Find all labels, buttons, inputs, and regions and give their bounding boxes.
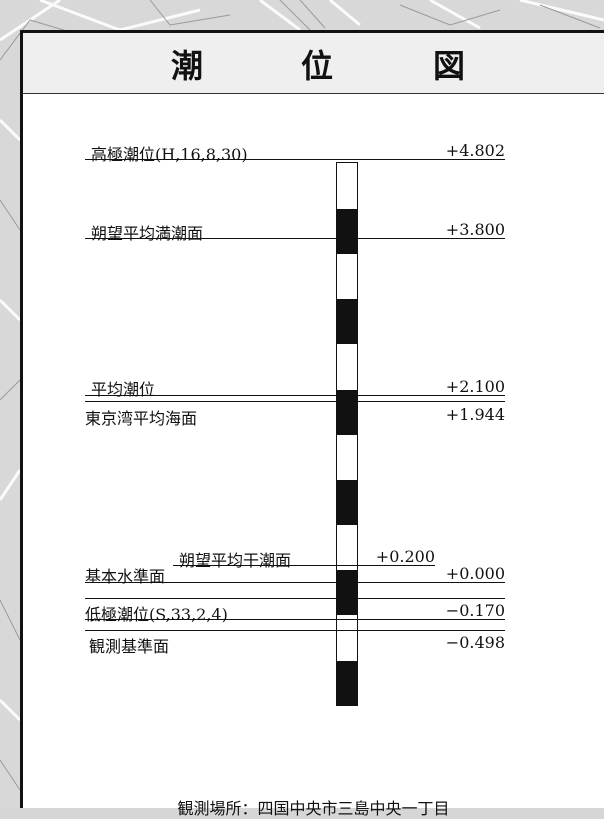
level-value-highest-tide: +4.802 bbox=[445, 141, 505, 160]
level-label-highest-tide: 高極潮位(H,16,8,30) bbox=[91, 145, 248, 164]
staff-segment bbox=[337, 390, 357, 435]
staff-segment bbox=[337, 435, 357, 480]
level-line-spring-high-water bbox=[85, 238, 505, 239]
level-label-datum-level: 基本水準面 bbox=[85, 567, 166, 586]
level-value-observation-datum: −0.498 bbox=[445, 633, 505, 652]
level-label-mean-tide: 平均潮位 bbox=[91, 380, 156, 399]
level-line-observation-datum bbox=[85, 630, 505, 631]
level-line-spring-low-water-left bbox=[173, 565, 336, 566]
staff-segment bbox=[337, 299, 357, 344]
level-line-datum-level bbox=[85, 582, 505, 583]
level-line-highest-tide bbox=[85, 159, 505, 160]
staff-segment bbox=[337, 344, 357, 390]
title-char-2: 位 bbox=[301, 47, 334, 85]
level-label-observation-datum: 観測基準面 bbox=[89, 637, 170, 656]
tide-staff bbox=[336, 162, 358, 706]
title-char-3: 図 bbox=[433, 47, 466, 85]
staff-segment bbox=[337, 570, 357, 615]
staff-segment bbox=[337, 209, 357, 254]
level-value-mean-tide: +2.100 bbox=[445, 377, 505, 396]
level-value-spring-high-water: +3.800 bbox=[445, 220, 505, 239]
staff-segment bbox=[337, 525, 357, 570]
title-char-1: 潮 bbox=[171, 47, 204, 85]
level-line-spring-low-water-right bbox=[337, 565, 435, 566]
level-label-spring-low-water: 朔望平均干潮面 bbox=[179, 551, 292, 570]
level-line-mean-tide bbox=[85, 395, 505, 396]
level-line-tokyo-mean-sea-level bbox=[85, 401, 505, 402]
level-label-lowest-tide: 低極潮位(S,33,2,4) bbox=[85, 605, 228, 624]
level-line-lowest-tide bbox=[85, 619, 505, 620]
level-label-spring-high-water: 朔望平均満潮面 bbox=[91, 224, 204, 243]
observation-location: 観測場所：四国中央市三島中央一丁目 bbox=[177, 799, 450, 818]
level-value-datum-level: +0.000 bbox=[445, 564, 505, 583]
staff-segment bbox=[337, 661, 357, 705]
title-bar: 潮 位 図 bbox=[23, 33, 604, 94]
level-line-lowest-tide-top bbox=[85, 598, 505, 599]
level-value-spring-low-water: +0.200 bbox=[375, 547, 435, 566]
level-label-tokyo-mean-sea-level: 東京湾平均海面 bbox=[85, 409, 198, 428]
level-value-tokyo-mean-sea-level: +1.944 bbox=[445, 405, 505, 424]
tide-level-panel: 潮 位 図 高極潮位(H,16,8,30) +4.802 朔望平均満潮面 +3.… bbox=[20, 30, 604, 818]
staff-segment bbox=[337, 615, 357, 661]
staff-segment bbox=[337, 480, 357, 525]
staff-segment bbox=[337, 254, 357, 299]
staff-segment bbox=[337, 163, 357, 209]
level-value-lowest-tide: −0.170 bbox=[445, 601, 505, 620]
